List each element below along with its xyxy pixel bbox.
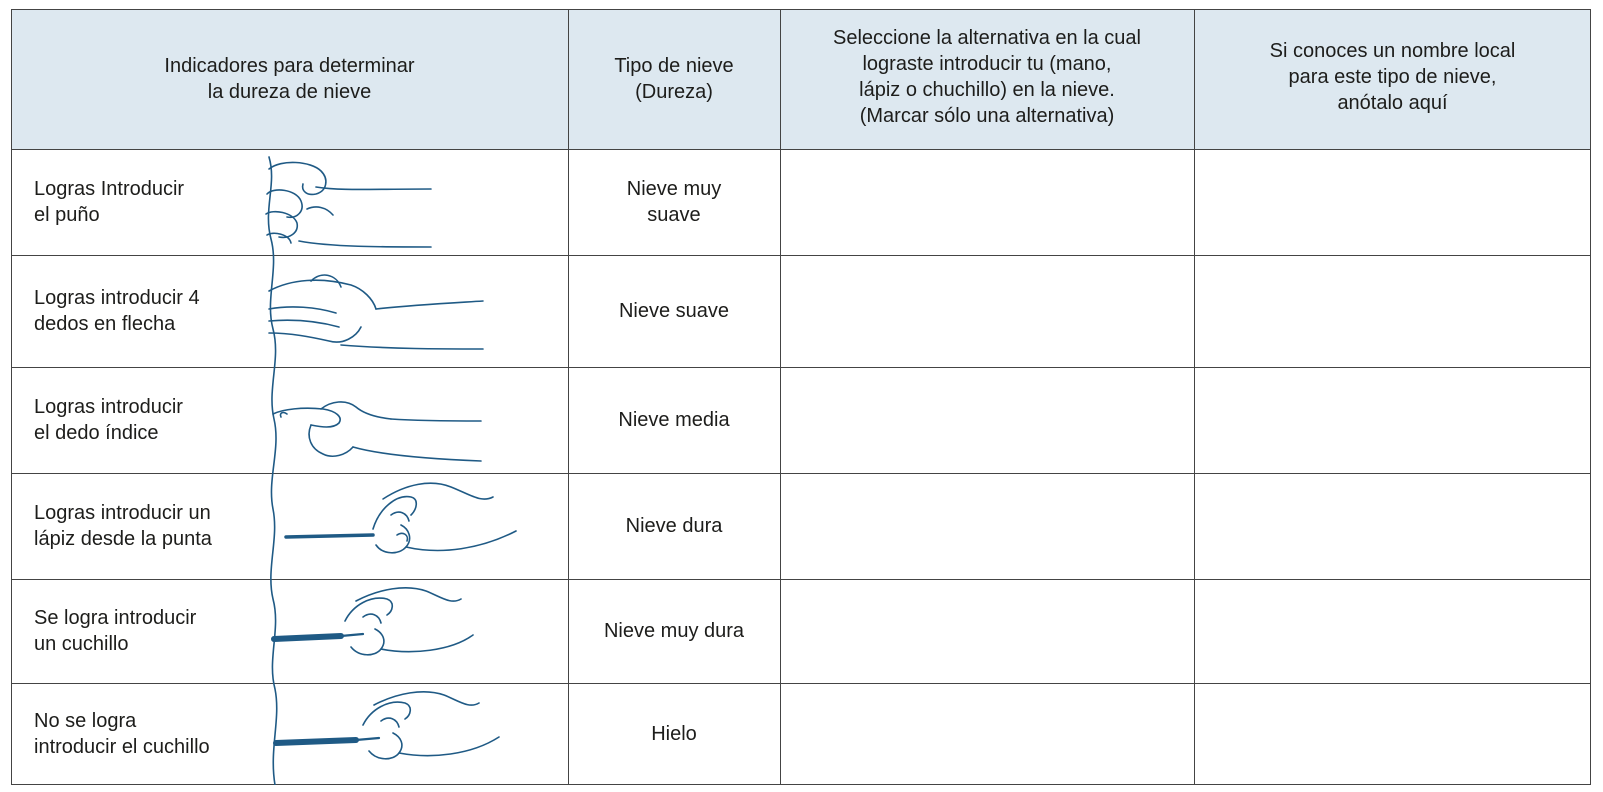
header-select-alternative: Seleccione la alternativa en la cual log… xyxy=(833,27,1141,127)
table-border-right xyxy=(1590,9,1592,785)
row-2-indicator: Logras introducir 4 dedos en flecha xyxy=(34,287,200,335)
row-4-indicator: Logras introducir un lápiz desde la punt… xyxy=(34,502,212,550)
fist-icon xyxy=(265,161,432,248)
row-divider xyxy=(11,579,1591,581)
hand-illustrations xyxy=(265,156,517,785)
pencil-hand-icon xyxy=(284,482,517,554)
snow-surface-line xyxy=(267,156,278,785)
column-divider xyxy=(568,9,570,785)
row-6-indicator: No se logra introducir el cuchillo xyxy=(34,710,210,758)
row-divider xyxy=(11,255,1591,257)
row-3-indicator: Logras introducir el dedo índice xyxy=(34,396,183,444)
column-divider xyxy=(780,9,782,785)
row-4-type: Nieve dura xyxy=(625,515,723,537)
header-indicators: Indicadores para determinar la dureza de… xyxy=(164,55,415,103)
row-1-type: Nieve muy suave xyxy=(626,178,722,226)
row-divider xyxy=(11,683,1591,685)
column-divider xyxy=(1194,9,1196,785)
row-divider xyxy=(11,367,1591,369)
row-3-type: Nieve media xyxy=(618,409,730,431)
row-5-indicator: Se logra introducir un cuchillo xyxy=(34,607,197,655)
header-bg xyxy=(11,9,1591,149)
four-fingers-icon xyxy=(268,274,484,350)
row-divider xyxy=(11,149,1591,151)
header-snow-type: Tipo de nieve (Dureza) xyxy=(614,55,734,103)
table-border-top xyxy=(11,9,1591,11)
index-finger-icon xyxy=(272,401,482,462)
row-6-type: Hielo xyxy=(651,723,697,745)
row-5-type: Nieve muy dura xyxy=(603,620,745,642)
row-1-indicator: Logras Introducir el puño xyxy=(34,178,185,226)
knife-hand-icon xyxy=(273,691,500,760)
row-2-type: Nieve suave xyxy=(618,300,730,322)
table-border-bottom xyxy=(11,784,1591,786)
table-border-left xyxy=(11,9,13,785)
snow-hardness-table: Indicadores para determinar la dureza de… xyxy=(11,9,1592,786)
knife-hand-icon xyxy=(271,587,474,656)
header-local-name: Si conoces un nombre local para este tip… xyxy=(1269,40,1516,114)
row-divider xyxy=(11,473,1591,475)
